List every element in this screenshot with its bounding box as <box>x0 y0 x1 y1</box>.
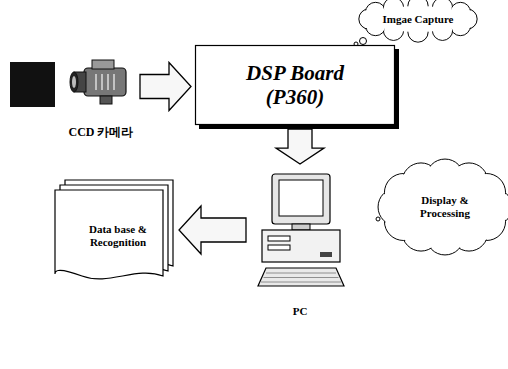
document-sheet <box>55 190 163 279</box>
node-label: Display & Processing <box>405 194 485 219</box>
node-label: Imgae Capture <box>383 13 454 26</box>
dsp-board-box: DSP Board (P360) <box>195 45 395 125</box>
icon-label: CCD 카메라 <box>69 126 134 140</box>
computer-icon <box>258 174 344 286</box>
block-arrow <box>140 63 191 111</box>
bubble-tail <box>360 38 367 45</box>
node-label: DSP Board (P360) <box>235 61 355 109</box>
thought-bubble: Display & Processing <box>390 172 500 242</box>
ccd-camera: CCD 카메라 <box>66 48 136 142</box>
block-arrow <box>276 129 324 164</box>
camera-icon <box>70 60 126 104</box>
box-outline <box>196 46 395 125</box>
cloud-fill <box>397 178 493 236</box>
pc-outline <box>250 168 350 320</box>
cloud-fill <box>369 6 467 32</box>
pc-computer: PC <box>250 168 350 320</box>
icon-label: PC <box>293 305 308 318</box>
database-document: Data base & Recognition <box>55 180 175 280</box>
block-arrow <box>179 206 246 254</box>
node-label: Data base & Recognition <box>73 223 163 248</box>
thought-bubble: Imgae Capture <box>362 0 474 38</box>
target-object <box>10 62 55 107</box>
bubble-tail <box>376 217 380 221</box>
